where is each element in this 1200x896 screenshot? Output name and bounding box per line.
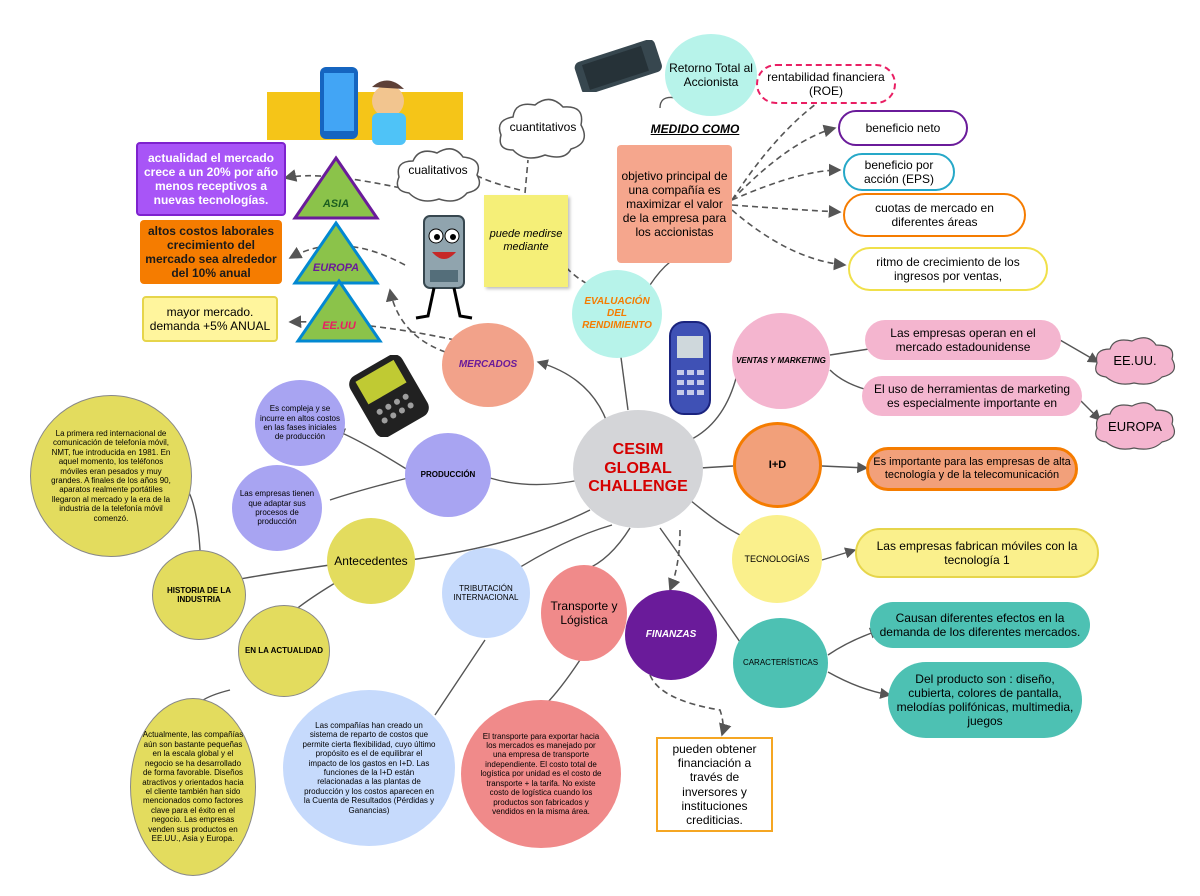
antecedentes-label: Antecedentes [334,553,408,568]
tecnologias-text: Las empresas fabrican móviles con la tec… [855,528,1099,578]
asia-text-box: actualidad el mercado crece a un 20% por… [136,142,286,216]
objetivo-text: objetivo principal de una compañía es ma… [621,168,728,240]
cualitativos-cloud [396,148,481,202]
ventas-node[interactable]: VENTAS Y MARKETING [732,313,830,409]
tecnologias-node[interactable]: TECNOLOGÍAS [732,515,822,603]
eeuu-text-box: mayor mercado. demanda +5% ANUAL [142,296,278,342]
ventas-item-1: Las empresas operan en el mercado estado… [865,320,1061,360]
eeuu-triangle[interactable] [295,278,383,344]
europa-cloud [1095,402,1175,450]
europa-label: EUROPA [312,262,360,274]
retorno-label: Retorno Total al Accionista [669,60,753,89]
id-text: Es importante para las empresas de alta … [866,447,1078,491]
tributacion-node[interactable]: TRIBUTACIÓN INTERNACIONAL [442,548,530,638]
europa-text-box: altos costos laborales crecimiento del m… [140,220,282,284]
retorno-node[interactable]: Retorno Total al Accionista [665,34,757,116]
caracteristicas-item-1: Causan diferentes efectos en la demanda … [870,602,1090,648]
historia-node[interactable]: HISTORIA DE LA INDUSTRIA [152,550,246,640]
finanzas-label: FINANZAS [645,629,697,641]
europa-cloud-label: EUROPA [1108,419,1162,434]
actualidad-text-circle: Actualmente, las compañías aún son basta… [130,698,256,876]
actualidad-node[interactable]: EN LA ACTUALIDAD [238,605,330,697]
antecedentes-node[interactable]: Antecedentes [327,518,415,604]
evaluacion-node[interactable]: EVALUACIÓN DEL RENDIMIENTO [572,270,662,358]
eeuu-cloud-label: EE.UU. [1113,353,1157,368]
metric-ritmo[interactable]: ritmo de crecimiento de los ingresos por… [848,247,1048,291]
tecnologias-label: TECNOLOGÍAS [744,553,810,564]
objetivo-box: objetivo principal de una compañía es ma… [617,145,732,263]
asia-triangle[interactable] [292,155,380,221]
mercados-node[interactable]: MERCADOS [442,323,534,407]
puede-medirse-note: puede medirse mediante [484,195,568,287]
caracteristicas-item-2: Del producto son : diseño, cubierta, col… [888,662,1082,738]
produccion-label: PRODUCCIÓN [420,470,476,480]
produccion-item-2: Las empresas tienen que adaptar sus proc… [232,465,322,551]
metric-eps[interactable]: beneficio por acción (EPS) [843,153,955,191]
cuantitativos-cloud [498,98,586,159]
cartoon-phone-character-image [320,67,406,145]
phone-mascot-image [415,215,473,320]
ventas-item-2: El uso de herramientas de marketing es e… [862,376,1082,416]
eeuu-cloud [1095,337,1175,385]
tributacion-label: TRIBUTACIÓN INTERNACIONAL [453,583,519,602]
id-node[interactable]: I+D [733,422,822,508]
tributacion-text-circle: Las compañías han creado un sistema de r… [283,690,455,846]
puede-medirse-text: puede medirse mediante [489,228,563,253]
medido-como-label: MEDIDO COMO [650,121,740,136]
produccion-item-1: Es compleja y se incurre en altos costos… [255,380,345,466]
cesim-title: CESIM GLOBAL CHALLENGE [588,440,688,496]
smartphone-image [574,40,662,92]
metric-roe[interactable]: rentabilidad financiera (ROE) [756,64,896,104]
nokia-phone-image [669,321,711,415]
finanzas-text-box: pueden obtener financiación a través de … [656,737,773,832]
cualitativos-label: cualitativos [408,163,468,177]
asia-label: ASIA [322,198,350,210]
id-label: I+D [768,458,787,471]
transporte-text-circle: El transporte para exportar hacia los me… [461,700,621,848]
ventas-label: VENTAS Y MARKETING [736,356,826,366]
cuantitativos-label: cuantitativos [509,120,577,134]
caracteristicas-label: CARACTERÍSTICAS [742,658,819,668]
finanzas-node[interactable]: FINANZAS [625,590,717,680]
produccion-node[interactable]: PRODUCCIÓN [405,433,491,517]
transporte-node[interactable]: Transporte y Lógistica [541,565,627,661]
europa-triangle[interactable] [292,220,380,286]
caracteristicas-node[interactable]: CARACTERÍSTICAS [733,618,828,708]
historia-text-circle: La primera red internacional de comunica… [30,395,192,557]
transporte-label: Transporte y Lógistica [550,598,618,627]
cesim-center-node[interactable]: CESIM GLOBAL CHALLENGE [573,410,703,528]
metric-cuotas[interactable]: cuotas de mercado en diferentes áreas [843,193,1026,237]
evaluacion-label: EVALUACIÓN DEL RENDIMIENTO [582,296,652,331]
eeuu-label: EE.UU [322,320,356,332]
cartoon-illustration-banner [267,92,463,140]
blackberry-phone-image [349,355,429,437]
metric-beneficio-neto[interactable]: beneficio neto [838,110,968,146]
mercados-label: MERCADOS [458,359,518,371]
